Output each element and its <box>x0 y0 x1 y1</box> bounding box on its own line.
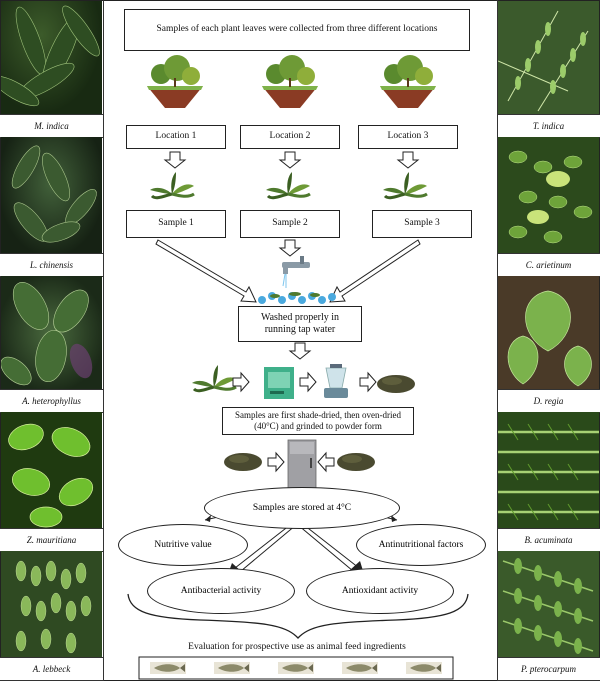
arrow-right-icon <box>267 452 285 472</box>
sample-3-box: Sample 3 <box>372 210 472 238</box>
leaf-image <box>11 145 97 243</box>
leaf-image <box>1 5 100 107</box>
sample-2-icon <box>264 170 312 200</box>
location-3-box: Location 3 <box>358 125 458 149</box>
grinder-icon <box>324 364 348 398</box>
tap-water-icon <box>258 256 336 304</box>
antinutritional-ellipse: Antinutritional factors <box>356 524 486 566</box>
location-3-icon <box>380 55 436 108</box>
location-1-box: Location 1 <box>126 125 226 149</box>
leaf-image <box>498 423 599 521</box>
arrow-icon <box>329 239 421 303</box>
oven-icon <box>264 367 294 399</box>
arrow-down-icon <box>279 151 301 169</box>
storage-ellipse: Samples are stored at 4°C <box>204 487 400 529</box>
sample-3-icon <box>381 170 429 200</box>
albizia-photo <box>1 551 102 657</box>
arrow-right-icon <box>299 372 317 392</box>
freezer-icon <box>287 439 317 489</box>
fish-icon <box>342 662 378 674</box>
dry-line-1: Samples are first shade-dried, then oven… <box>235 409 401 420</box>
powder-icon <box>224 453 262 471</box>
peltophorum-photo <box>498 551 599 657</box>
sample-1-icon <box>148 170 196 200</box>
arrow-down-icon <box>164 151 186 169</box>
left-divider <box>103 0 104 681</box>
tamarindus-photo <box>498 1 599 114</box>
right-divider <box>497 0 498 681</box>
leaf-image <box>15 560 92 654</box>
wash-line-2: running tap water <box>264 324 336 335</box>
powder-icon <box>337 453 375 471</box>
arrow-right-icon <box>359 372 377 392</box>
caption-p-pterocarpum: P. pterocarpum <box>497 657 600 681</box>
caption-a-heterophyllus: A. heterophyllus <box>0 389 103 413</box>
antioxidant-ellipse: Antioxidant activity <box>306 568 454 614</box>
leaf-sample-icon <box>190 363 238 393</box>
arrow-down-icon <box>397 151 419 169</box>
leaf-image <box>8 423 94 528</box>
delonix-photo <box>498 276 599 389</box>
wash-line-1: Washed properly in <box>260 311 340 323</box>
ziziphus-photo <box>1 412 102 528</box>
caption-a-lebbeck: A. lebbeck <box>0 657 103 681</box>
leaf-image <box>502 558 594 654</box>
arrow-down-icon <box>289 342 311 360</box>
mangifera-photo <box>1 1 102 114</box>
litchi-photo <box>1 137 102 253</box>
brace <box>127 593 469 639</box>
caption-m-indica: M. indica <box>0 114 103 138</box>
bauhinia-photo <box>498 412 599 528</box>
fish-icon <box>278 662 314 674</box>
arrow-icon <box>155 239 257 303</box>
location-2-box: Location 2 <box>240 125 340 149</box>
leaf-image <box>498 10 589 112</box>
location-1-icon <box>147 55 203 108</box>
location-2-icon <box>262 55 318 108</box>
sample-1-box: Sample 1 <box>126 210 226 238</box>
caption-d-regia: D. regia <box>497 389 600 413</box>
drying-box: Samples are first shade-dried, then oven… <box>222 407 414 435</box>
dry-line-2: (40°C) and grinded to powder form <box>254 421 382 431</box>
leaf-image <box>507 290 592 387</box>
fish-icon <box>406 662 442 674</box>
caption-b-acuminata: B. acuminata <box>497 528 600 552</box>
evaluation-label: Evaluation for prospective use as animal… <box>188 642 406 652</box>
fish-icon <box>150 662 186 674</box>
washing-box: Washed properly in running tap water <box>238 306 362 342</box>
leaf-image <box>508 150 593 244</box>
nutritive-value-ellipse: Nutritive value <box>118 524 248 566</box>
powder-icon <box>377 375 415 393</box>
arrow-down-icon <box>279 239 301 257</box>
sample-2-box: Sample 2 <box>240 210 340 238</box>
artocarpus-photo <box>1 276 102 389</box>
fish-icon <box>214 662 250 674</box>
arrow-left-icon <box>317 452 335 472</box>
collection-box: Samples of each plant leaves were collec… <box>124 9 470 51</box>
cicer-photo <box>498 137 599 253</box>
leaf-image <box>1 282 93 386</box>
antibacterial-ellipse: Antibacterial activity <box>147 568 295 614</box>
